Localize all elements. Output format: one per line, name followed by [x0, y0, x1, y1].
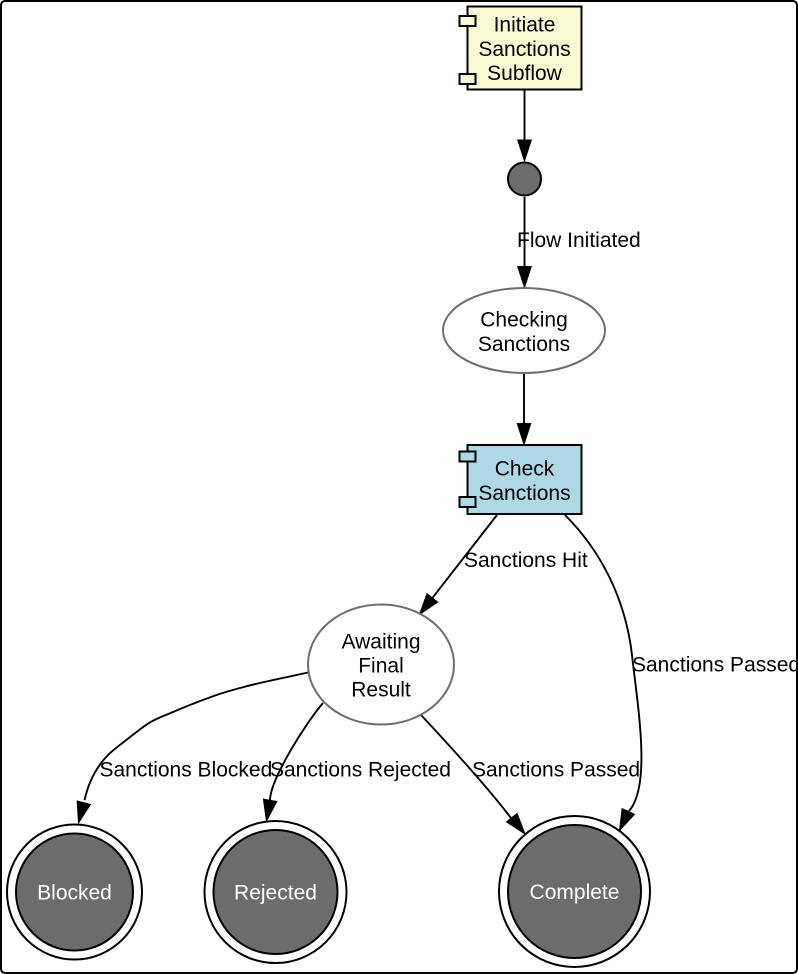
svg-text:Checking: Checking	[480, 309, 568, 332]
svg-text:Result: Result	[351, 679, 411, 702]
svg-text:Sanctions Hit: Sanctions Hit	[464, 549, 588, 572]
svg-text:Sanctions: Sanctions	[478, 333, 570, 356]
svg-text:Check: Check	[495, 458, 555, 481]
svg-text:Sanctions Rejected: Sanctions Rejected	[270, 759, 451, 782]
svg-text:Awaiting: Awaiting	[342, 631, 421, 654]
svg-text:Subflow: Subflow	[487, 62, 563, 85]
svg-text:Sanctions Blocked: Sanctions Blocked	[100, 759, 273, 782]
svg-text:Initiate: Initiate	[494, 14, 556, 37]
svg-text:Rejected: Rejected	[234, 882, 317, 905]
svg-text:Sanctions Passed: Sanctions Passed	[472, 759, 640, 782]
svg-text:Sanctions: Sanctions	[478, 482, 570, 505]
svg-text:Sanctions: Sanctions	[478, 38, 570, 61]
svg-text:Final: Final	[358, 655, 404, 678]
svg-text:Complete: Complete	[530, 881, 620, 904]
svg-text:Flow Initiated: Flow Initiated	[517, 229, 641, 252]
svg-text:Blocked: Blocked	[37, 882, 112, 905]
svg-text:Sanctions Passed: Sanctions Passed	[632, 654, 798, 677]
